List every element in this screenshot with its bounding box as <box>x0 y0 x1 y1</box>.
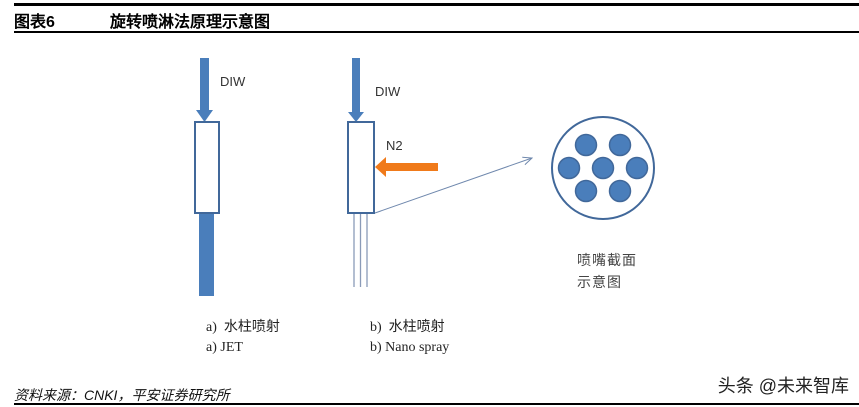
nozzle-hole-2 <box>608 133 632 157</box>
right-diw-arrow-shaft <box>352 58 360 112</box>
left-diw-arrow-head <box>196 110 213 122</box>
n2-arrow-shaft <box>386 163 438 171</box>
nozzle-hole-3 <box>557 156 581 180</box>
cross-section-label: 喷嘴截面 示意图 <box>577 249 637 293</box>
cross-section-label-line1: 喷嘴截面 <box>577 252 637 268</box>
nozzle-hole-5 <box>625 156 649 180</box>
cross-section-label-line2: 示意图 <box>577 274 622 290</box>
nozzle-cross-section <box>551 116 655 220</box>
nozzle-hole-6 <box>574 179 598 203</box>
figure-number: 图表6 <box>14 14 55 31</box>
right-diw-arrow-head <box>348 112 364 122</box>
figure-header: 图表6 旋转喷淋法原理示意图 <box>14 9 270 31</box>
bottom-rule <box>14 403 859 405</box>
nozzle-hole-7 <box>608 179 632 203</box>
left-diw-label: DIW <box>220 74 246 89</box>
left-diw-arrow-shaft <box>200 58 209 110</box>
right-diw-label: DIW <box>375 84 401 99</box>
left-caption-en: a) JET <box>206 340 243 355</box>
n2-label: N2 <box>386 138 403 153</box>
figure-title: 旋转喷淋法原理示意图 <box>110 14 271 31</box>
nozzle-holes <box>557 133 649 203</box>
watermark: 头条 @未来智库 <box>715 372 851 398</box>
left-caption: a) 水柱喷射 a) JET <box>206 318 280 358</box>
source-note: 资料来源：CNKI，平安证券研究所 <box>14 387 230 403</box>
right-nozzle <box>347 58 532 287</box>
title-rule <box>14 31 859 33</box>
right-caption-en: b) Nano spray <box>370 340 450 355</box>
left-caption-cn: a) 水柱喷射 <box>206 320 280 335</box>
cross-section-pointer <box>374 158 532 214</box>
nozzle-hole-1 <box>574 133 598 157</box>
n2-arrow-head <box>375 157 386 177</box>
right-caption: b) 水柱喷射 b) Nano spray <box>370 318 449 358</box>
nozzle-hole-4 <box>591 156 615 180</box>
left-water-jet <box>199 214 214 296</box>
right-caption-cn: b) 水柱喷射 <box>370 320 445 335</box>
left-nozzle <box>194 58 220 296</box>
left-nozzle-body <box>194 121 220 214</box>
top-rule <box>14 3 859 6</box>
right-nozzle-body <box>347 121 375 214</box>
